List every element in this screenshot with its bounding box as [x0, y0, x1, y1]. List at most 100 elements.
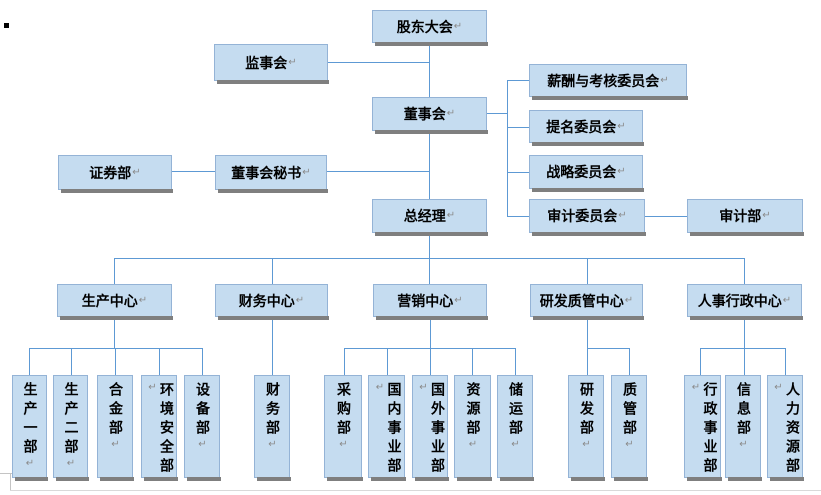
connector-line [487, 113, 507, 114]
connector-line [71, 348, 72, 375]
org-node-board-secretary[interactable]: 董事会秘书↵ [215, 155, 328, 193]
paragraph-mark-icon: ↵ [197, 439, 208, 450]
org-node-domestic-division[interactable]: 国内事业部↵ [368, 375, 406, 481]
paragraph-mark-icon: ↵ [24, 458, 36, 469]
org-node-rd-dept[interactable]: 研发部↵ [568, 375, 605, 481]
connector-line [272, 258, 273, 284]
org-node-shareholders-meeting[interactable]: 股东大会↵ [372, 10, 488, 46]
node-label: 监事会 [245, 55, 288, 72]
connector-line [29, 348, 30, 375]
node-label: 审计委员会 [547, 209, 618, 225]
paragraph-mark-icon: ↵ [374, 382, 386, 393]
node-label: 环境安全部 [158, 382, 174, 477]
connector-line [587, 258, 588, 284]
org-node-compensation-committee[interactable]: 薪酬与考核委员会↵ [529, 64, 688, 100]
paragraph-mark-icon: ↵ [446, 210, 456, 221]
org-node-finance-dept[interactable]: 财务部↵ [254, 375, 291, 481]
node-label: 合金部 [107, 382, 123, 439]
page-border-bottom [10, 490, 821, 491]
node-label: 证券部 [89, 165, 132, 182]
org-node-resources-dept[interactable]: 资源部↵ [454, 375, 492, 481]
connector-line [327, 171, 429, 172]
org-node-finance-center[interactable]: 财务中心↵ [215, 284, 329, 320]
connector-line [114, 317, 115, 348]
org-node-information-dept[interactable]: 信息部↵ [725, 375, 762, 481]
node-label: 行政事业部 [701, 382, 718, 477]
node-label: 信息部 [735, 382, 751, 439]
node-label: 总经理 [403, 209, 446, 225]
node-label: 人事行政中心 [697, 293, 782, 310]
paragraph-mark-icon: ↵ [338, 439, 349, 450]
org-node-board-of-directors[interactable]: 董事会↵ [372, 97, 488, 134]
org-node-nomination-committee[interactable]: 提名委员会↵ [529, 110, 644, 146]
paragraph-mark-icon: ↵ [418, 382, 429, 393]
org-node-rd-quality-center[interactable]: 研发质管中心↵ [530, 284, 644, 320]
paragraph-mark-icon: ↵ [453, 20, 463, 32]
anchor-bullet-icon [4, 23, 9, 28]
connector-line [700, 348, 785, 349]
connector-line [507, 216, 529, 217]
connector-line [429, 258, 430, 284]
paragraph-mark-icon: ↵ [65, 458, 77, 469]
node-label: 储运部 [507, 382, 523, 439]
org-node-marketing-center[interactable]: 营销中心↵ [373, 284, 488, 320]
connector-line [272, 317, 273, 375]
org-node-storage-transport-dept[interactable]: 储运部↵ [497, 375, 534, 481]
connector-line [429, 131, 430, 199]
org-node-production-dept-1[interactable]: 生产一部↵ [12, 375, 48, 481]
node-label: 采购部 [335, 382, 351, 439]
node-label: 董事会秘书 [231, 165, 302, 182]
paragraph-mark-icon: ↵ [738, 439, 749, 450]
paragraph-mark-icon: ↵ [446, 108, 456, 119]
paragraph-mark-icon: ↵ [690, 382, 702, 393]
paragraph-mark-icon: ↵ [618, 210, 627, 221]
connector-line [430, 317, 431, 348]
org-node-securities-dept[interactable]: 证券部↵ [58, 155, 173, 193]
connector-line [700, 348, 701, 375]
org-node-alloy-dept[interactable]: 合金部↵ [97, 375, 134, 481]
node-label: 财务部 [264, 382, 280, 439]
org-node-overseas-division[interactable]: 国外事业部↵ [412, 375, 449, 481]
paragraph-mark-icon: ↵ [660, 74, 669, 86]
org-node-hr-dept[interactable]: 人力资源部↵ [767, 375, 804, 481]
connector-line [587, 317, 588, 375]
connector-line [328, 62, 429, 63]
connector-line [507, 80, 508, 217]
connector-line [344, 348, 345, 375]
connector-line [587, 348, 629, 349]
org-node-procurement-dept[interactable]: 采购部↵ [324, 375, 363, 481]
page-border-corner-v [10, 473, 11, 491]
connector-line [507, 80, 529, 81]
paragraph-mark-icon: ↵ [302, 166, 311, 178]
connector-line [515, 348, 516, 375]
paragraph-mark-icon: ↵ [454, 294, 463, 306]
paragraph-mark-icon: ↵ [617, 120, 626, 132]
node-label: 人力资源部 [784, 382, 800, 477]
org-node-production-center[interactable]: 生产中心↵ [57, 284, 173, 320]
connector-line [629, 348, 630, 375]
org-node-env-safety-dept[interactable]: 环境安全部↵ [141, 375, 178, 481]
org-node-audit-committee[interactable]: 审计委员会↵ [529, 199, 646, 236]
org-node-supervisory-board[interactable]: 监事会↵ [214, 44, 329, 84]
connector-line [29, 348, 203, 349]
connector-line [202, 348, 203, 375]
node-label: 财务中心 [238, 293, 295, 310]
node-label: 研发质管中心 [539, 293, 624, 310]
org-node-strategy-committee[interactable]: 战略委员会↵ [529, 155, 644, 192]
org-node-audit-dept[interactable]: 审计部↵ [687, 199, 804, 236]
paragraph-mark-icon: ↵ [510, 439, 521, 450]
org-node-production-dept-2[interactable]: 生产二部↵ [53, 375, 89, 481]
org-node-hr-admin-center[interactable]: 人事行政中心↵ [687, 284, 803, 320]
node-label: 营销中心 [397, 293, 454, 310]
org-node-quality-dept[interactable]: 质管部↵ [611, 375, 648, 481]
org-node-general-manager[interactable]: 总经理↵ [372, 199, 488, 236]
paragraph-mark-icon: ↵ [624, 439, 635, 450]
node-label: 战略委员会 [546, 165, 617, 181]
paragraph-mark-icon: ↵ [132, 166, 141, 178]
node-label: 生产二部 [62, 382, 79, 458]
paragraph-mark-icon: ↵ [295, 294, 305, 306]
org-node-equipment-dept[interactable]: 设备部↵ [184, 375, 221, 481]
node-label: 生产一部 [21, 382, 38, 458]
org-node-admin-division[interactable]: 行政事业部↵ [684, 375, 722, 481]
connector-line [645, 216, 687, 217]
